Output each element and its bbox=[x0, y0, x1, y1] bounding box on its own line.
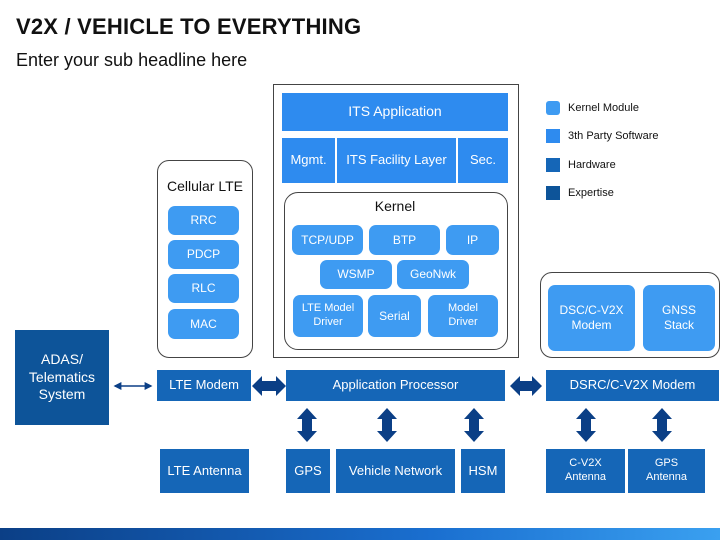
cellular-item-rlc: RLC bbox=[168, 274, 239, 303]
lte-modem-app-processor-arrow bbox=[252, 376, 286, 396]
its-application-box: ITS Application bbox=[282, 93, 508, 131]
kernel-module-tcp-udp: TCP/UDP bbox=[292, 225, 363, 255]
kernel-module-wsmp: WSMP bbox=[320, 260, 392, 289]
cellular-item-rrc: RRC bbox=[168, 206, 239, 235]
legend-item-hardware: Hardware bbox=[546, 158, 616, 172]
cv2x-antenna-box: C-V2X Antenna bbox=[546, 449, 625, 493]
cellular-item-mac: MAC bbox=[168, 309, 239, 339]
hsm-box: HSM bbox=[461, 449, 505, 493]
gnss-stack-box: GNSS Stack bbox=[643, 285, 715, 351]
kernel-module-ip: IP bbox=[446, 225, 499, 255]
legend-item-third-party: 3th Party Software bbox=[546, 129, 659, 143]
application-processor-box: Application Processor bbox=[286, 370, 505, 401]
cv2x-antenna-vertical-arrow bbox=[576, 408, 596, 442]
vehicle-network-box: Vehicle Network bbox=[336, 449, 455, 493]
sec-box: Sec. bbox=[458, 138, 508, 183]
legend-swatch-expertise bbox=[546, 186, 560, 200]
legend-swatch-kernel-module bbox=[546, 101, 560, 115]
legend-item-kernel-module: Kernel Module bbox=[546, 101, 639, 115]
gps-antenna-box: GPS Antenna bbox=[628, 449, 705, 493]
mgmt-box: Mgmt. bbox=[282, 138, 335, 183]
gps-antenna-vertical-arrow bbox=[652, 408, 672, 442]
kernel-module-lte-model-driver: LTE Model Driver bbox=[293, 295, 363, 337]
dsc-cv2x-modem-box: DSC/C-V2X Modem bbox=[548, 285, 635, 351]
legend-label-kernel-module: Kernel Module bbox=[568, 102, 639, 114]
gps-box: GPS bbox=[286, 449, 330, 493]
hsm-vertical-arrow bbox=[464, 408, 484, 442]
legend-label-expertise: Expertise bbox=[568, 187, 614, 199]
vehicle-network-vertical-arrow bbox=[377, 408, 397, 442]
legend-label-third-party: 3th Party Software bbox=[568, 130, 659, 142]
dsrc-cv2x-modem-box: DSRC/C-V2X Modem bbox=[546, 370, 719, 401]
its-facility-layer-box: ITS Facility Layer bbox=[337, 138, 456, 183]
gps-vertical-arrow bbox=[297, 408, 317, 442]
lte-antenna-box: LTE Antenna bbox=[160, 449, 249, 493]
app-processor-dsrc-arrow bbox=[510, 376, 542, 396]
kernel-module-btp: BTP bbox=[369, 225, 440, 255]
lte-modem-box: LTE Modem bbox=[157, 370, 251, 401]
legend-item-expertise: Expertise bbox=[546, 186, 614, 200]
legend-label-hardware: Hardware bbox=[568, 159, 616, 171]
page-title: V2X / VEHICLE TO EVERYTHING bbox=[16, 14, 362, 39]
cellular-lte-title: Cellular LTE bbox=[167, 178, 243, 194]
kernel-title: Kernel bbox=[374, 198, 416, 214]
legend-swatch-hardware bbox=[546, 158, 560, 172]
cellular-item-pdcp: PDCP bbox=[168, 240, 239, 269]
kernel-module-model-driver: Model Driver bbox=[428, 295, 498, 337]
adas-telematics-box: ADAS/ Telematics System bbox=[15, 330, 109, 425]
kernel-module-serial: Serial bbox=[368, 295, 421, 337]
bottom-accent-bar bbox=[0, 528, 720, 540]
kernel-module-geonwk: GeoNwk bbox=[397, 260, 469, 289]
page-subtitle: Enter your sub headline here bbox=[16, 50, 248, 70]
legend-swatch-third-party bbox=[546, 129, 560, 143]
